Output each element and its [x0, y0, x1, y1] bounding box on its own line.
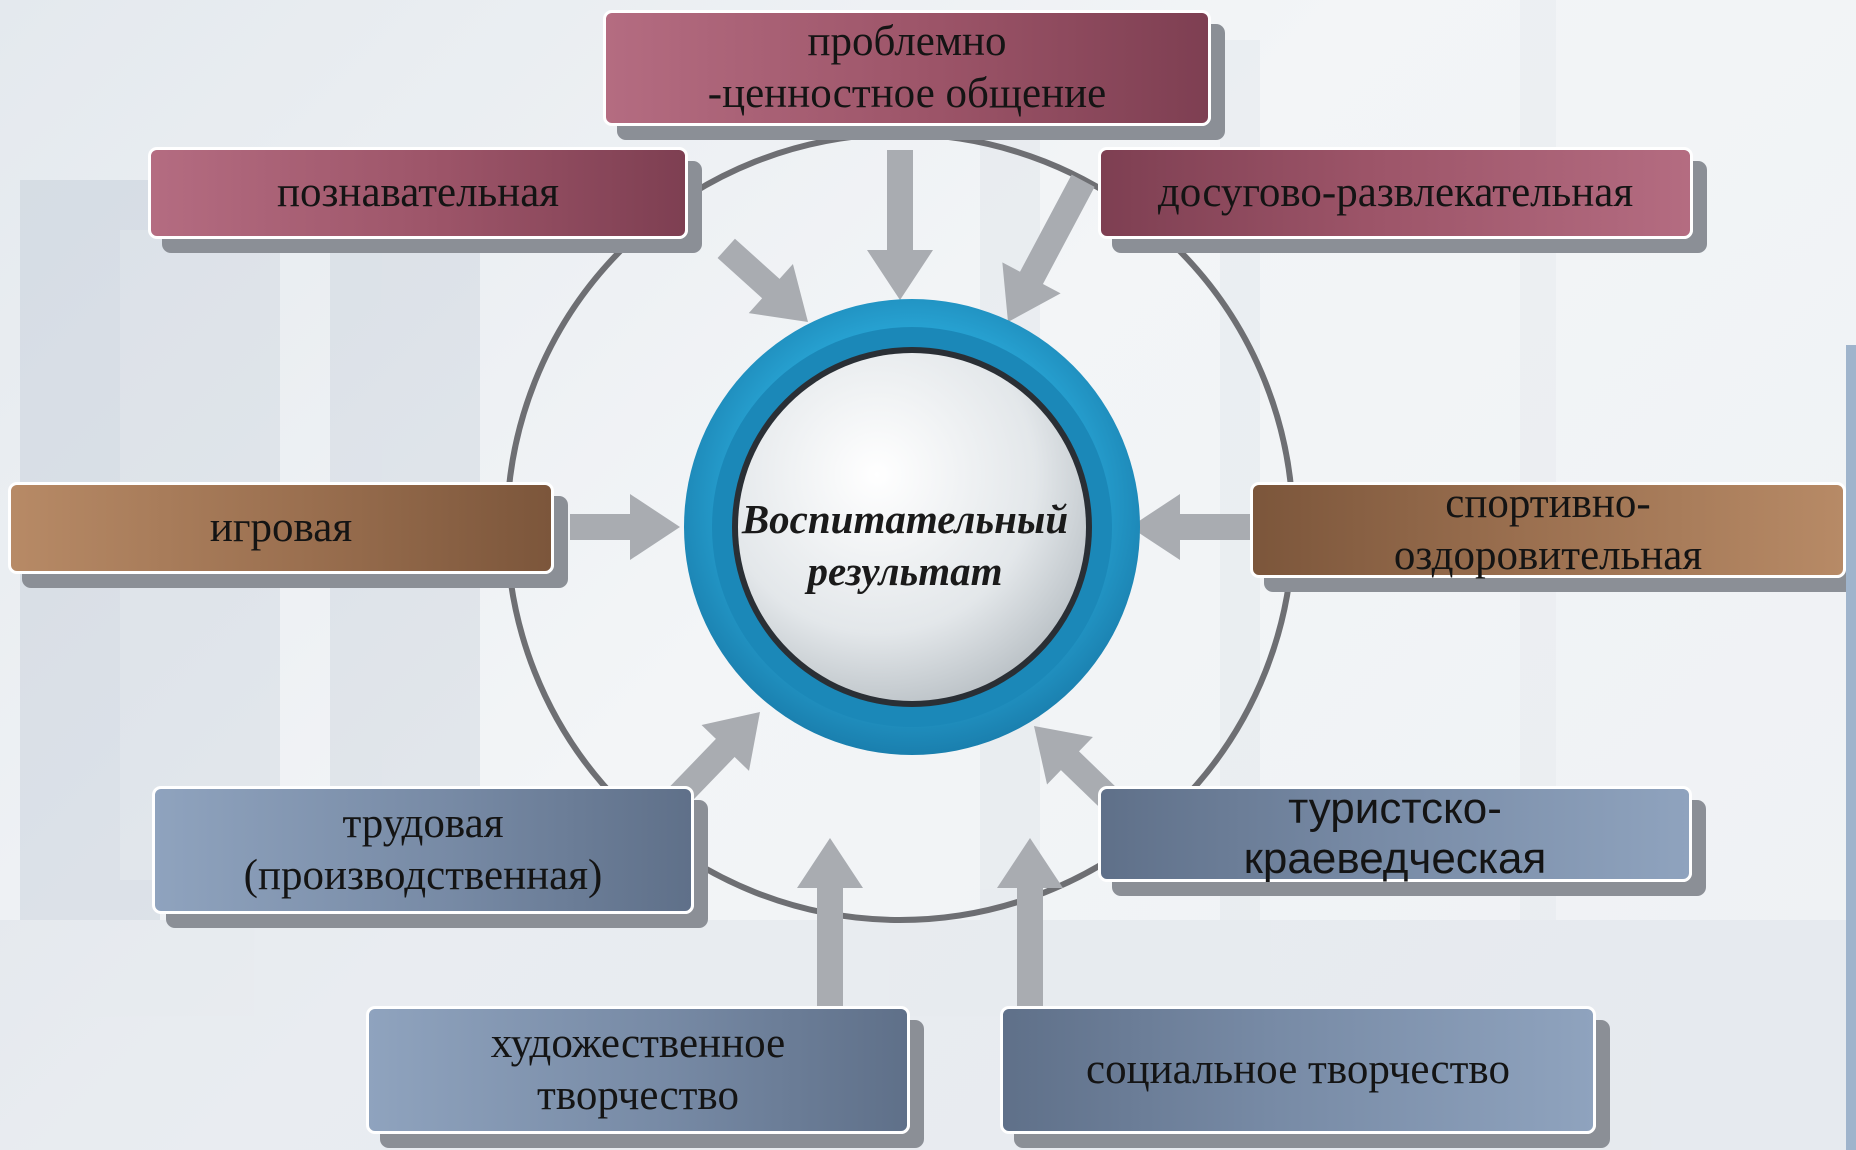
- center-line-2: результат: [807, 548, 1003, 594]
- box-sport-line-2: оздоровительная: [1393, 532, 1703, 579]
- box-tourist-line-1: туристско-: [1288, 784, 1502, 833]
- box-art-line-1: художественное: [490, 1020, 786, 1067]
- center-line-1: Воспитательный: [741, 496, 1069, 542]
- box-game: игровая: [8, 482, 554, 574]
- box-leisure: досугово-развлекательная: [1098, 147, 1693, 239]
- arrow-right: [1130, 494, 1250, 560]
- box-cognitive-label: познавательная: [276, 169, 560, 216]
- box-labor: трудовая (производственная): [152, 786, 694, 914]
- center-result-label: Воспитательный результат: [735, 490, 1075, 600]
- box-social: социальное творчество: [1000, 1006, 1596, 1134]
- arrow-bottom-center-left: [797, 838, 863, 1008]
- box-problem-value: проблемно -ценностное общение: [603, 10, 1211, 126]
- box-game-label: игровая: [209, 504, 353, 551]
- arrow-bottom-center-right: [997, 838, 1063, 1008]
- box-tourist: туристско- краеведческая: [1098, 784, 1692, 883]
- box-labor-line-2: (производственная): [243, 852, 603, 899]
- arrows: [570, 150, 1250, 1008]
- box-art-line-2: творчество: [537, 1072, 739, 1119]
- box-leisure-label: досугово-развлекательная: [1157, 169, 1634, 216]
- box-cognitive: познавательная: [148, 147, 688, 239]
- arrow-top-right: [1002, 174, 1095, 322]
- center-ring: [684, 299, 1140, 755]
- box-labor-line-1: трудовая: [342, 800, 504, 847]
- box-tourist-line-2: краеведческая: [1243, 834, 1547, 883]
- box-sport-line-1: спортивно-: [1445, 480, 1651, 527]
- arrow-top-left: [717, 238, 808, 322]
- box-sport: спортивно- оздоровительная: [1250, 480, 1846, 579]
- arrow-bottom-left: [667, 712, 760, 808]
- right-edge-bar: [1846, 345, 1856, 1150]
- arrow-left: [570, 494, 680, 560]
- box-art: художественное творчество: [366, 1006, 910, 1134]
- arrow-top: [867, 150, 933, 300]
- box-social-label: социальное творчество: [1086, 1046, 1510, 1093]
- box-problem-value-line-2: -ценностное общение: [707, 70, 1107, 117]
- box-problem-value-line-1: проблемно: [807, 18, 1007, 65]
